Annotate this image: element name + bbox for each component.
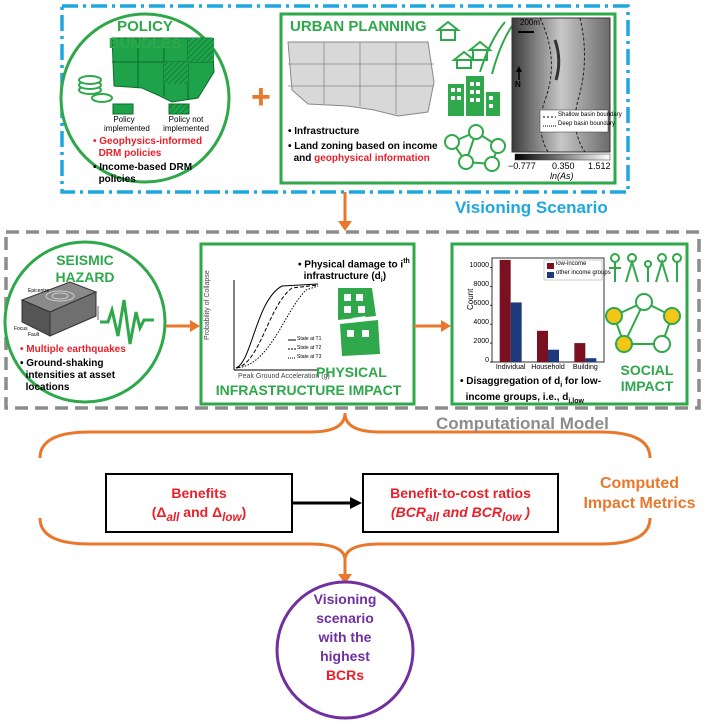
computational-model-label: Computational Model xyxy=(436,414,609,433)
seismic-bullet-earthquakes: • Multiple earthquakes xyxy=(20,344,126,355)
benefits-text: Benefits (Δall and Δlow) xyxy=(151,485,247,524)
legend-not-implemented-swatch xyxy=(168,103,190,115)
bcr-box xyxy=(362,473,559,533)
bar-ytick-label: 4000 xyxy=(473,319,489,327)
policy-bullet-income: • Income-based DRM policies xyxy=(93,162,193,185)
bar-ytick-label: 10000 xyxy=(469,262,489,270)
social-network-colored-icon xyxy=(605,293,681,353)
seismic-hazard-circle xyxy=(3,240,167,404)
seismic-bullet-ground-shaking: • Ground-shaking intensities at asset lo… xyxy=(20,358,116,393)
fragility-legend-1: State at T1 xyxy=(297,336,322,342)
visioning-scenario-frame xyxy=(60,4,630,194)
fragility-ylabel: Probability of Collapse xyxy=(204,270,211,340)
seismic-wave-icon xyxy=(100,299,154,345)
plus-sign: + xyxy=(251,78,271,116)
bar-low-income-individual xyxy=(499,259,511,362)
bcr-text: Benefit-to-cost ratios (BCRall and BCRlo… xyxy=(390,485,531,524)
urban-planning-title: URBAN PLANNING xyxy=(290,18,427,35)
fragility-legend-3: State at T3 xyxy=(297,354,322,360)
policy-map xyxy=(111,37,215,103)
fragility-legend-2: State at T2 xyxy=(297,345,322,351)
social-impact-title: SOCIAL IMPACT xyxy=(620,362,674,394)
physical-title-line1: PHYSICAL xyxy=(316,364,387,380)
visioning-scenario-label: Visioning Scenario xyxy=(455,198,608,217)
bar-ytick-label: 8000 xyxy=(473,281,489,289)
result-circle xyxy=(275,580,415,720)
social-disaggregation-bullet: • Disaggregation of di for low- income g… xyxy=(460,376,602,405)
urban-land-map xyxy=(287,41,435,117)
map-scale-label: 200m xyxy=(520,18,541,27)
colorbar-label: ln(As) xyxy=(550,171,574,181)
bar-category-label: Individual xyxy=(495,364,526,371)
bar-ytick-label: 2000 xyxy=(473,338,489,346)
fig-focus-label: Focus xyxy=(14,326,28,332)
result-text: Visioning scenario with the highest BCRs xyxy=(313,591,377,683)
colorbar-mid: 0.350 xyxy=(552,161,575,171)
fig-epicenter-label: Epicentre xyxy=(28,288,50,294)
colorbar xyxy=(514,153,611,161)
colorbar-max: 1.512 xyxy=(588,161,611,171)
bar-other-income-household xyxy=(548,349,559,362)
benefits-box xyxy=(105,473,293,533)
bar-ytick-label: 6000 xyxy=(473,300,489,308)
fragility-plot xyxy=(233,280,319,371)
urban-bullet-zoning: • Land zoning based on income and geophy… xyxy=(288,141,438,164)
bar-chart-bars xyxy=(499,259,597,362)
social-network-icon xyxy=(444,124,506,172)
bar-other-income-individual xyxy=(510,302,522,362)
physical-damage-bullet: • Physical damage to ith infrastructure … xyxy=(298,258,410,285)
coins-icon xyxy=(78,75,113,103)
colorbar-min: −0.777 xyxy=(508,161,536,171)
top-brace xyxy=(38,412,652,459)
fig-fault-label: Fault xyxy=(28,332,40,338)
computed-metrics-label: Computed Impact Metrics xyxy=(583,475,696,512)
bar-legend-label: other income groups xyxy=(556,270,611,276)
family-icon xyxy=(609,253,682,283)
legend-deep-label: Deep basin boundary xyxy=(558,121,616,127)
legend-shallow-label: Shallow basin boundary xyxy=(558,112,622,118)
bar-category-label: Household xyxy=(531,364,565,371)
legend-not-implemented-label: Policy not implemented xyxy=(163,115,209,133)
urban-bullet-infrastructure: • Infrastructure xyxy=(288,126,360,137)
bar-ytick-label: 0 xyxy=(485,357,489,364)
bar-category-label: Building xyxy=(572,364,598,371)
policy-bundles-title: POLICY BUNDLES xyxy=(108,18,182,52)
bar-legend-swatch xyxy=(547,263,554,269)
legend-implemented-swatch xyxy=(112,103,134,115)
policy-bullet-geophysics: • Geophysics-informed DRM policies xyxy=(93,136,203,159)
bar-legend-swatch xyxy=(547,272,554,278)
physical-title-line2: INFRASTRUCTURE IMPACT xyxy=(215,382,402,398)
seismic-hazard-title: SEISMIC HAZARD xyxy=(55,252,115,285)
bar-low-income-building xyxy=(574,343,586,362)
bar-legend-box xyxy=(543,259,603,281)
buildings-icon xyxy=(448,76,500,116)
legend-implemented-label: Policy implemented xyxy=(104,115,150,133)
fragility-xlabel: Peak Ground Acceleration (g) xyxy=(238,373,330,380)
physical-infrastructure-box xyxy=(199,242,416,406)
bar-other-income-building xyxy=(585,358,597,362)
damaged-building-icon xyxy=(338,288,380,356)
map-north-label: N xyxy=(515,80,521,89)
bar-low-income-household xyxy=(537,330,548,362)
geophysical-map xyxy=(511,17,611,153)
bar-legend-label: low-income xyxy=(556,261,587,267)
houses-road-icon xyxy=(435,20,513,75)
seismic-figure xyxy=(20,281,99,337)
